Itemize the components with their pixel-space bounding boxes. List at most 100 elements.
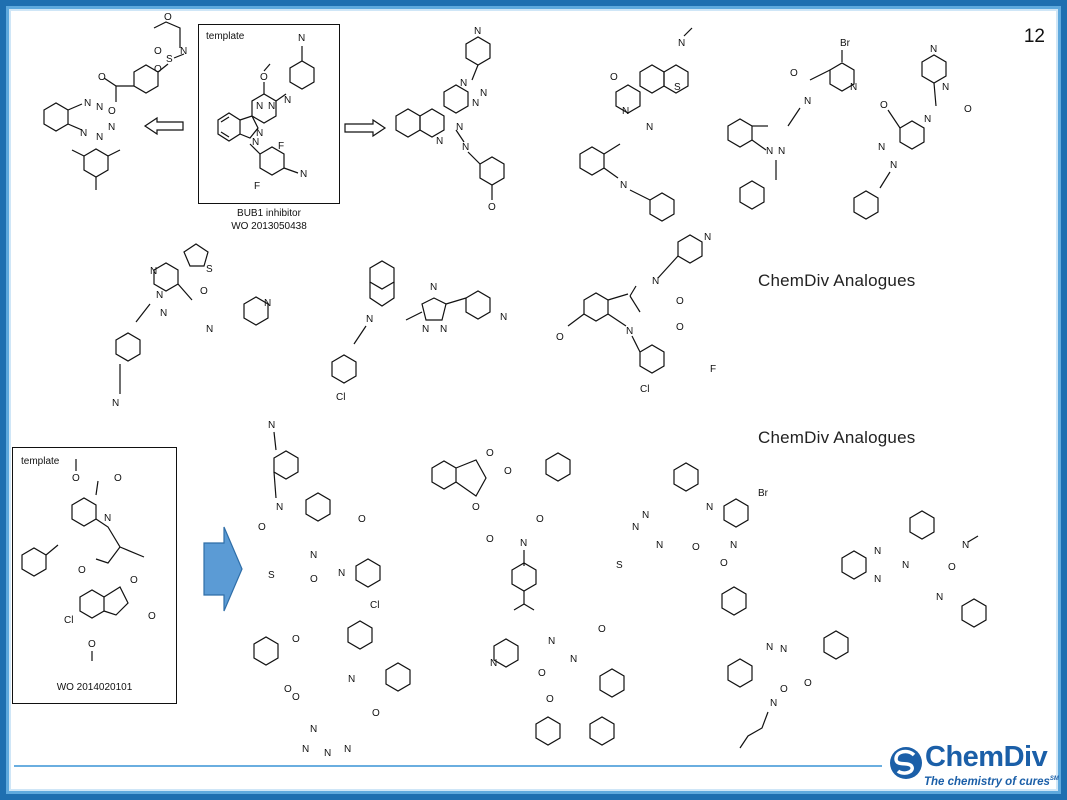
svg-text:N: N (850, 82, 857, 93)
svg-text:N: N (874, 574, 881, 585)
svg-text:N: N (570, 654, 577, 665)
svg-text:N: N (646, 122, 653, 133)
svg-text:N: N (108, 122, 115, 133)
logo-name: ChemDiv (925, 741, 1048, 773)
svg-text:O: O (720, 558, 728, 569)
bottom-template-molecule: O O N O O Cl O O (21, 459, 156, 661)
svg-text:O: O (692, 542, 700, 553)
svg-text:O: O (72, 473, 80, 484)
svg-text:N: N (930, 44, 937, 55)
svg-text:O: O (504, 466, 512, 477)
svg-text:N: N (770, 698, 777, 709)
indolyl-triazole-molecule: N N N N N Cl (331, 260, 507, 403)
svg-text:N: N (490, 658, 497, 669)
svg-text:O: O (98, 72, 106, 83)
hollow-arrow-right (344, 118, 387, 138)
svg-text:O: O (310, 574, 318, 585)
svg-text:N: N (890, 160, 897, 171)
svg-text:O: O (154, 46, 162, 57)
bottom-template-caption: WO 2014020101 (56, 682, 133, 693)
top-left-molecule: S OO N O O N N N O N N (43, 12, 187, 190)
thienopyrimidinone-molecule: N S O N N N (579, 27, 693, 222)
svg-text:O: O (948, 562, 956, 573)
svg-text:O: O (114, 473, 122, 484)
svg-text:Br: Br (758, 488, 769, 499)
svg-text:N: N (462, 142, 469, 153)
svg-text:N: N (472, 98, 479, 109)
svg-text:N: N (310, 724, 317, 735)
svg-text:N: N (96, 132, 103, 143)
svg-text:N: N (268, 101, 275, 112)
pyrazinoyl-molecule: N N O N O N N (853, 44, 972, 220)
top-template-molecule: NN N N O N N F F N (217, 33, 315, 192)
svg-text:N: N (366, 314, 373, 325)
svg-text:N: N (520, 538, 527, 549)
svg-text:N: N (962, 540, 969, 551)
svg-text:O: O (536, 514, 544, 525)
logo-tagline: The chemistry of curesSM (924, 776, 1059, 788)
svg-text:N: N (256, 101, 263, 112)
svg-text:N: N (104, 513, 111, 524)
svg-text:N: N (924, 114, 931, 125)
svg-text:N: N (804, 96, 811, 107)
svg-text:O: O (486, 534, 494, 545)
svg-text:N: N (878, 142, 885, 153)
svg-text:N: N (678, 38, 685, 49)
svg-text:N: N (284, 95, 291, 106)
bottom-template-box (12, 447, 177, 704)
analogues-heading-1: ChemDiv Analogues (758, 271, 916, 290)
page-number: 12 (1023, 26, 1045, 47)
top-template-box (198, 24, 340, 204)
svg-text:N: N (84, 98, 91, 109)
svg-text:O: O (78, 565, 86, 576)
svg-text:N: N (324, 748, 331, 759)
svg-text:O: O (148, 611, 156, 622)
svg-text:N: N (156, 290, 163, 301)
svg-text:N: N (344, 744, 351, 755)
pyrazolobenzoxazine-molecule: N N O O N (721, 586, 849, 749)
svg-text:O: O (284, 684, 292, 695)
chemdiv-logo: ChemDiv The chemistry of curesSM (888, 741, 1063, 793)
svg-text:O: O (880, 100, 888, 111)
hollow-arrow-left (143, 116, 184, 136)
top-template-caption-2: WO 2013050438 (231, 221, 307, 232)
svg-text:S: S (674, 82, 681, 93)
svg-text:N: N (766, 642, 773, 653)
svg-text:N: N (620, 180, 627, 191)
svg-text:O: O (538, 668, 546, 679)
indole-carboxylate-molecule: N N O O N O Cl F (556, 232, 716, 395)
svg-text:N: N (96, 102, 103, 113)
spiro-thiazolidine-molecule: N N O O S N O N (258, 420, 381, 588)
svg-text:F: F (710, 364, 716, 375)
svg-text:Cl: Cl (336, 392, 345, 403)
svg-text:N: N (112, 398, 119, 409)
svg-text:S: S (166, 54, 173, 65)
svg-text:N: N (422, 324, 429, 335)
svg-text:N: N (874, 546, 881, 557)
svg-text:N: N (206, 324, 213, 335)
svg-text:N: N (298, 33, 305, 44)
svg-text:N: N (902, 560, 909, 571)
svg-text:N: N (780, 644, 787, 655)
top-template-label: template (206, 31, 245, 42)
svg-text:O: O (88, 639, 96, 650)
svg-text:N: N (548, 636, 555, 647)
svg-text:N: N (268, 420, 275, 431)
svg-text:N: N (778, 146, 785, 157)
analogues-heading-2: ChemDiv Analogues (758, 428, 916, 447)
svg-text:N: N (252, 137, 259, 148)
svg-text:N: N (348, 674, 355, 685)
svg-text:S: S (206, 264, 213, 275)
svg-text:Cl: Cl (370, 600, 379, 611)
svg-text:Cl: Cl (640, 384, 649, 395)
svg-text:N: N (480, 88, 487, 99)
blue-block-arrow (203, 526, 243, 612)
svg-text:S: S (616, 560, 623, 571)
svg-text:N: N (460, 78, 467, 89)
svg-text:O: O (546, 694, 554, 705)
svg-text:Cl: Cl (64, 615, 73, 626)
svg-text:N: N (276, 502, 283, 513)
triazinobenzoxazepine-molecule: Br N N N N O N O S (616, 462, 769, 571)
svg-text:O: O (200, 286, 208, 297)
svg-text:O: O (154, 64, 162, 75)
